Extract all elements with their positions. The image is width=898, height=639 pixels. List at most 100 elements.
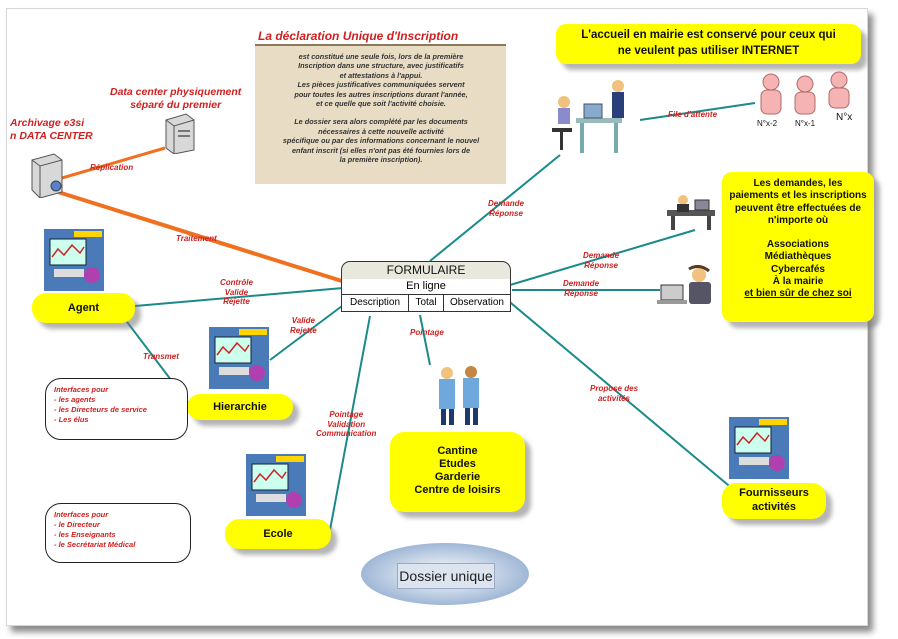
cantine-line: Etudes <box>439 458 476 470</box>
formulaire-subtitle: En ligne <box>341 279 511 295</box>
declaration-line: pour toutes les autres inscriptions dura… <box>294 89 468 99</box>
archivage-line: n DATA CENTER <box>10 130 93 142</box>
demandes-line: Cybercafés <box>771 263 825 275</box>
formulaire-column: Observation <box>450 297 504 308</box>
declaration-title: La déclaration Unique d'Inscription <box>258 29 459 43</box>
hierarchie-node[interactable]: Hierarchie <box>187 394 293 420</box>
interfaces-item: - le Directeur <box>54 520 100 529</box>
interfaces-agents-bubble: Interfaces pour - les agents - les Direc… <box>45 378 188 440</box>
formulaire-column: Total <box>409 295 444 311</box>
queue-number: N°x-2 <box>757 119 778 128</box>
ecole-label: Ecole <box>263 528 293 540</box>
cantine-line: Centre de loisirs <box>414 484 501 496</box>
cantine-node[interactable]: Cantine Etudes Garderie Centre de loisir… <box>390 432 525 512</box>
valide-line: Rejette <box>290 325 317 335</box>
demandes-line: À la mairie <box>772 276 824 288</box>
declaration-line <box>262 108 500 117</box>
traitement-line <box>57 190 346 284</box>
declaration-note <box>255 44 506 184</box>
interfaces-item: - les agents <box>54 395 96 404</box>
demande-label-1: Demande Réponse <box>488 199 524 218</box>
staff-icon <box>439 366 479 425</box>
server-icon <box>165 113 195 154</box>
demande-line: Demande <box>583 251 620 260</box>
demandes-line: Médiathèques <box>764 251 832 263</box>
pointage-ecole-line: Pointage <box>329 410 364 419</box>
valide-label: Valide Rejette <box>290 316 317 335</box>
demande-line: Réponse <box>564 288 598 298</box>
file-attente-label: File d'attente <box>668 110 718 119</box>
link-queue <box>639 102 756 121</box>
dossier-unique-label[interactable]: Dossier unique <box>397 563 495 589</box>
archivage-line: Archivage e3si <box>10 117 85 129</box>
demande-label-2: Demande Réponse <box>583 251 619 270</box>
controle-line: Rejette <box>223 297 250 306</box>
queue-person-icon <box>760 71 850 115</box>
formulaire-column: Description <box>342 295 409 311</box>
formulaire-title: FORMULAIRE <box>341 261 511 280</box>
controle-line: Valide <box>224 287 249 297</box>
agent-node[interactable]: Agent <box>32 293 135 323</box>
interfaces-item: - les Directeurs de service <box>54 405 147 414</box>
interfaces-ecole-bubble: Interfaces pour - le Directeur - les Ens… <box>45 503 191 563</box>
declaration-line: et attestations à l'appui. <box>339 70 423 80</box>
demandes-line: et bien sûr de chez soi <box>744 288 852 300</box>
archivage-label: Archivage e3si n DATA CENTER <box>10 117 93 143</box>
server-archive-icon <box>31 153 63 198</box>
demande-line: Réponse <box>489 208 523 218</box>
accueil-line: L'accueil en mairie est conservé pour ce… <box>581 29 836 41</box>
declaration-line: la première inscription). <box>339 155 423 165</box>
link-agent <box>134 287 344 307</box>
demandes-note: Les demandes, les paiements et les inscr… <box>722 172 874 322</box>
hierarchie-computer-icon <box>209 327 269 389</box>
link-pointage <box>419 314 431 366</box>
fournisseurs-line: Fournisseurs <box>739 487 809 499</box>
agent-label: Agent <box>67 302 100 314</box>
datacenter-physical-label: Data center physiquement séparé du premi… <box>110 86 241 112</box>
declaration-line: spécifique ou par des informations conce… <box>282 136 480 146</box>
fournisseurs-node[interactable]: Fournisseurs activités <box>722 483 826 519</box>
ecole-node[interactable]: Ecole <box>225 519 331 549</box>
link-ecole <box>329 315 371 531</box>
demande-line: Réponse <box>584 260 618 270</box>
replication-line <box>54 146 166 182</box>
propose-label: Propose des activités <box>590 384 638 403</box>
interfaces-item: - les Enseignants <box>54 530 116 539</box>
cantine-line: Garderie <box>434 471 481 483</box>
propose-line: activités <box>597 393 631 403</box>
demandes-line: Les demandes, les <box>753 178 843 189</box>
datacenter-physical-line: séparé du premier <box>130 99 222 111</box>
transmet-label: Transmet <box>143 352 179 361</box>
controle-line: Contrôle <box>220 278 253 287</box>
link-office <box>509 229 696 286</box>
demandes-line: n'importe où <box>767 214 829 226</box>
pointage-label: Pointage <box>410 328 444 337</box>
traitement-label: Traitement <box>176 234 217 243</box>
demandes-line: paiements et les inscriptions <box>729 190 867 202</box>
fournisseurs-line: activités <box>751 501 797 513</box>
valide-line: Valide <box>291 316 315 325</box>
hierarchie-label: Hierarchie <box>213 401 267 413</box>
reception-desk-icon <box>552 80 624 153</box>
declaration-text: est constitué une seule fois, lors de la… <box>262 52 500 164</box>
demande-line: Demande <box>488 199 525 208</box>
declaration-line: nécessaires à cette nouvelle activité <box>318 126 444 136</box>
interfaces-title: Interfaces pour <box>54 510 109 519</box>
formulaire-box[interactable]: FORMULAIRE En ligne Description Total Ob… <box>341 261 511 315</box>
interfaces-item: - Les élus <box>54 415 89 424</box>
pointage-ecole-line: Validation <box>327 419 366 429</box>
controle-label: Contrôle Valide Rejette <box>220 278 253 307</box>
ecole-computer-icon <box>246 454 306 516</box>
cantine-line: Cantine <box>437 445 478 457</box>
declaration-line: est constitué une seule fois, lors de la… <box>298 52 464 61</box>
declaration-line: et ce quelle que soit l'activité choisie… <box>316 99 446 109</box>
demande-line: Demande <box>563 279 600 288</box>
accueil-line: ne veulent pas utiliser INTERNET <box>617 45 800 57</box>
office-desk-icon <box>667 195 715 230</box>
accueil-note: L'accueil en mairie est conservé pour ce… <box>556 24 861 64</box>
demandes-line: peuvent être effectuées de <box>734 202 862 214</box>
agent-computer-icon <box>44 229 104 291</box>
demande-label-3: Demande Réponse <box>563 279 599 298</box>
demandes-line: Associations <box>766 239 830 251</box>
